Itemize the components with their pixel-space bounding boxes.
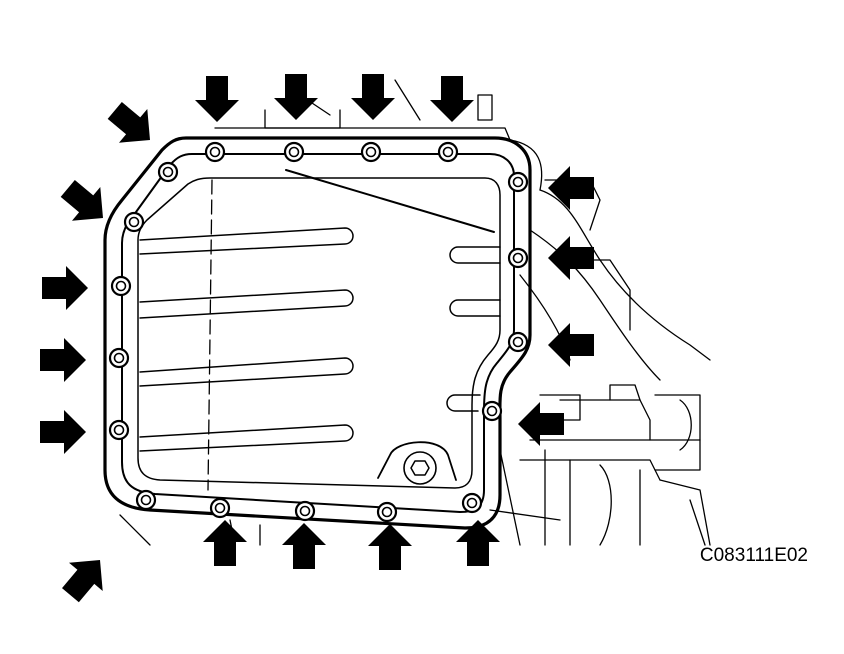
bolt-icon (108, 419, 130, 441)
oil-pan (103, 136, 532, 530)
oil-pan-inner-flange (121, 153, 515, 513)
arrow-icon (368, 524, 412, 570)
arrow-icon (62, 560, 103, 603)
arrows (40, 74, 594, 603)
arrow-icon (42, 266, 88, 310)
bolt-icon (360, 141, 382, 163)
arrow-icon (548, 236, 594, 280)
arrow-icon (548, 166, 594, 210)
bolt-icon (507, 171, 529, 193)
arrow-icon (40, 338, 86, 382)
arrow-icon (456, 520, 500, 566)
bolt-icon (294, 500, 316, 522)
bolt-icon (507, 247, 529, 269)
bolt-icon (110, 275, 132, 297)
bolt-icon (209, 497, 231, 519)
bolt-icon (461, 492, 483, 514)
arrow-icon (195, 76, 239, 122)
figure-code: C083111E02 (699, 545, 808, 566)
bolt-icon (437, 141, 459, 163)
arrow-icon (518, 402, 564, 446)
bolt-icon (507, 331, 529, 353)
drain-plug-boss (377, 441, 457, 481)
arrow-icon (203, 520, 247, 566)
oil-pan-body (137, 177, 501, 489)
bolt-icon (204, 141, 226, 163)
arrow-icon (351, 74, 395, 120)
bolt-icon (123, 211, 145, 233)
bolt-icon (108, 347, 130, 369)
arrow-icon (107, 102, 150, 143)
bolt-icon (481, 400, 503, 422)
arrow-icon (282, 523, 326, 569)
arrow-icon (548, 323, 594, 367)
bolt-icon (283, 141, 305, 163)
arrow-icon (40, 410, 86, 454)
arrow-icon (274, 74, 318, 120)
bolt-icon (135, 489, 157, 511)
arrow-icon (60, 180, 103, 221)
bolt-icon (376, 501, 398, 523)
oil-pan-outer-flange (103, 136, 532, 530)
bolts (108, 141, 529, 523)
bolt-icon (157, 161, 179, 183)
arrow-icon (430, 76, 474, 122)
background-engine-detail (119, 79, 711, 546)
